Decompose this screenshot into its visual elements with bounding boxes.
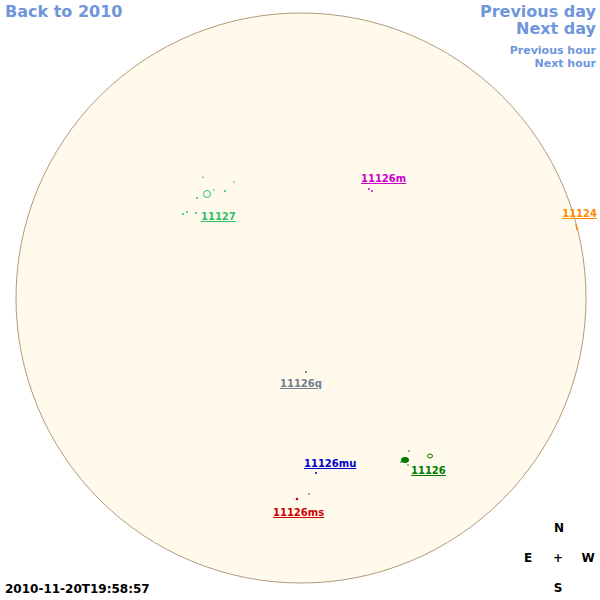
compass-letter: N [554, 522, 564, 535]
region-label: 11126ms [273, 507, 324, 518]
region-label: 11126m [361, 173, 406, 184]
nav-link: Back to 2010 [5, 3, 122, 21]
compass-letter: + [553, 552, 563, 565]
compass-letter: W [581, 552, 594, 565]
nav-link: Previous hour [510, 45, 596, 57]
timestamp: 2010-11-20T19:58:57 [5, 583, 150, 596]
compass-letter: E [524, 552, 532, 565]
region-label: 11126mu [304, 458, 356, 469]
nav-link: Next day [516, 20, 596, 38]
region-label: 11124 [562, 208, 597, 219]
region-label: 11126 [411, 465, 446, 476]
region-label: 11127 [201, 211, 236, 222]
region-label: 11126q [280, 378, 322, 389]
nav-link: Next hour [535, 58, 597, 70]
compass-letter: S [554, 582, 563, 595]
nav-link: Previous day [480, 3, 596, 21]
